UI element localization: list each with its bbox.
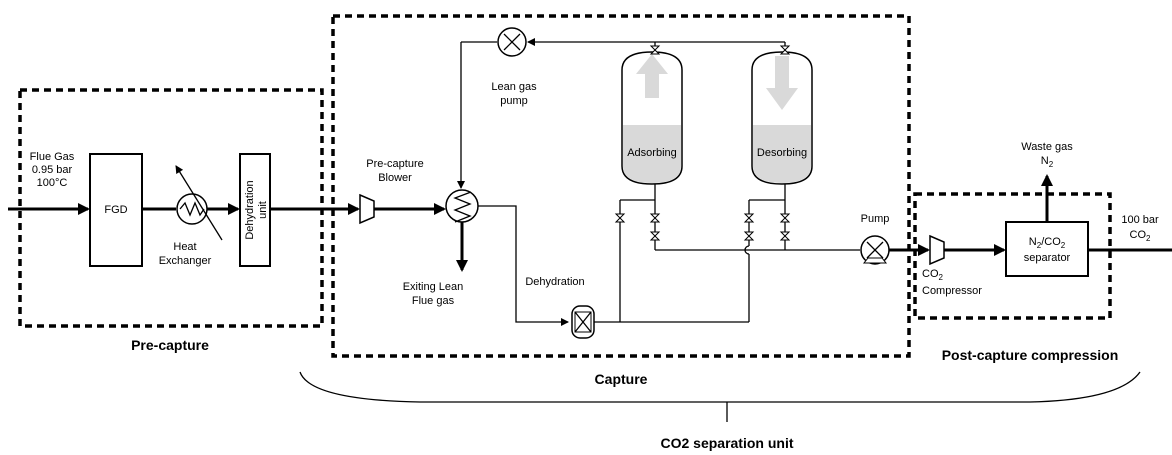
flue-gas-label: Flue Gas <box>30 151 75 163</box>
pre-capture-label: Pre-capture <box>131 337 209 353</box>
valve-icon <box>649 231 661 241</box>
adsorbing-bed-fill <box>623 125 681 183</box>
heat-exchanger-control-arrow <box>175 165 223 241</box>
adsorbing-flow-up-icon <box>636 54 668 98</box>
adsorbing-label: Adsorbing <box>627 147 677 159</box>
heat-exchanger-label-1: Heat <box>173 241 196 253</box>
desorbing-label: Desorbing <box>757 147 807 159</box>
dehydration-label: Dehydration <box>525 276 584 288</box>
valve-icon <box>779 231 791 241</box>
pump-cross-2 <box>866 241 884 259</box>
blower-label-1: Pre-capture <box>366 158 423 170</box>
post-capture-label: Post-capture compression <box>942 347 1119 363</box>
exiting-lean-label-2: Flue gas <box>412 295 455 307</box>
valve-icon <box>649 213 661 223</box>
lean-gas-pump-label-1: Lean gas <box>491 81 537 93</box>
capture-boundary <box>331 14 911 358</box>
fgd-label: FGD <box>104 204 127 216</box>
valve-icon <box>743 213 755 223</box>
waste-gas-label: Waste gas <box>1021 141 1073 153</box>
heat-exchanger-label-2: Exchanger <box>159 255 212 267</box>
lean-gas-pump-label-2: pump <box>500 95 528 107</box>
hx-to-dehydrator-line <box>478 205 569 326</box>
pump-label: Pump <box>861 213 890 225</box>
flue-gas-temperature: 100°C <box>37 177 68 189</box>
grouping-brace <box>299 371 1141 403</box>
fgd-unit <box>89 153 143 267</box>
output-co2-label: CO2 <box>1130 229 1152 243</box>
exiting-lean-label-1: Exiting Lean <box>403 281 464 293</box>
pump-base <box>862 257 888 264</box>
valve-icon <box>743 231 755 241</box>
desorbing-bed-fill <box>753 125 811 183</box>
separator-label-top: N2/CO2 <box>1029 236 1066 250</box>
capture-label: Capture <box>595 371 648 387</box>
post-capture-boundary <box>913 192 1112 320</box>
output-pressure-label: 100 bar <box>1121 214 1159 226</box>
dehydration-unit-label-1: Dehydration <box>244 180 256 239</box>
capture-heat-exchanger-coil <box>453 191 472 223</box>
dehydration-unit-label-2: unit <box>257 201 269 219</box>
valve-icon <box>649 45 661 55</box>
flue-gas-pressure: 0.95 bar <box>32 164 73 176</box>
heat-exchanger-coil <box>179 201 205 217</box>
co2-compressor-label: CO2 <box>922 268 944 282</box>
dehydrator-packing-x2 <box>574 311 592 333</box>
valve-icon <box>614 213 626 223</box>
n2-label: N2 <box>1041 155 1054 169</box>
valve-icon <box>779 45 791 55</box>
n2-co2-separator <box>1005 221 1089 277</box>
blower-label-2: Blower <box>378 172 412 184</box>
co2-compressor-icon <box>929 234 945 266</box>
separator-label-bottom: separator <box>1024 252 1071 264</box>
compressor-label: Compressor <box>922 285 982 297</box>
blower-icon <box>359 193 375 225</box>
co2-separation-unit-label: CO2 separation unit <box>660 435 793 451</box>
lean-gas-pump-cross-2 <box>503 33 521 51</box>
valve-icon <box>779 213 791 223</box>
desorbing-flow-down-icon <box>766 56 798 110</box>
